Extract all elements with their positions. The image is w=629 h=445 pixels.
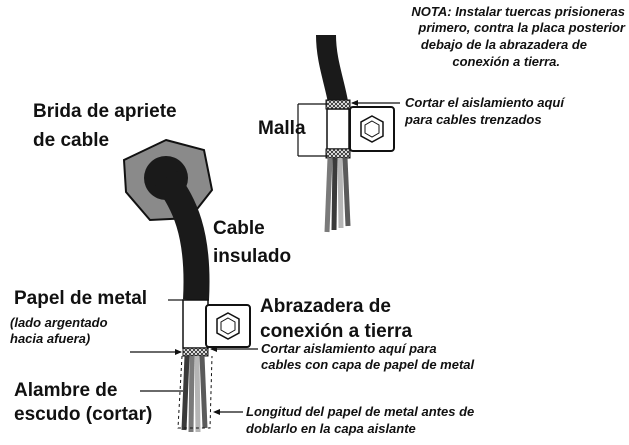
braided-cable-assembly — [297, 34, 400, 233]
braided-cable — [316, 34, 348, 104]
alambre-line-2: escudo (cortar) — [14, 404, 153, 425]
bottom-wire-2 — [188, 355, 195, 433]
papel-metal-label: Papel de metal — [14, 288, 148, 309]
malla-bracket — [297, 103, 327, 157]
alambre-line-1: Alambre de — [14, 380, 118, 401]
insulated-cable — [155, 171, 210, 301]
foil-cable-assembly — [122, 138, 258, 433]
longitud-line-2: doblarlo en la capa aislante — [246, 421, 416, 436]
longitud-line-1: Longitud del papel de metal antes de — [246, 404, 475, 419]
malla-label: Malla — [258, 118, 306, 139]
abrazadera-line-2: conexión a tierra — [260, 321, 413, 342]
nota-line-3: debajo de la abrazadera de — [420, 37, 587, 52]
cortar-papel-line-1: Cortar aislamiento aquí para — [261, 341, 437, 356]
lado-argentado-arrow — [175, 349, 182, 355]
nota-line-2: primero, contra la placa posterior — [418, 20, 625, 35]
top-wire-4 — [342, 157, 351, 227]
abrazadera-line-1: Abrazadera de — [260, 296, 391, 317]
lado-argentado-line-1: (lado argentado — [10, 315, 108, 330]
bottom-wire-3 — [194, 355, 201, 433]
cable-line-2: insulado — [213, 246, 292, 267]
bottom-clamp-nut-icon — [216, 312, 240, 340]
cortar-trenzados-line-2: para cables trenzados — [405, 112, 542, 127]
cortar-papel-line-2: cables con capa de papel de metal — [261, 357, 475, 372]
cortar-trenzados-line-1: Cortar el aislamiento aquí — [405, 95, 564, 110]
top-clamp-nut-icon — [360, 115, 384, 143]
bottom-clamp-nut-inner — [220, 317, 236, 335]
nota-line-4: conexión a tierra. — [452, 54, 560, 69]
bottom-wire-1 — [181, 355, 190, 431]
foil-band — [182, 347, 209, 357]
brida-line-1: Brida de apriete — [33, 101, 177, 122]
foil-jacket — [182, 299, 209, 349]
top-wire-1 — [324, 157, 333, 233]
braid-bottom-band — [325, 148, 351, 159]
cortar-papel-arrow — [210, 346, 217, 352]
lado-argentado-line-2: hacia afuera) — [10, 331, 91, 346]
nota-line-1: NOTA: Instalar tuercas prisioneras — [411, 4, 625, 19]
cable-line-1: Cable — [213, 218, 265, 239]
brida-line-2: de cable — [33, 130, 110, 151]
bottom-wire-4 — [199, 355, 208, 429]
cortar-trenzados-arrow — [351, 100, 358, 106]
top-wire-2 — [331, 157, 338, 231]
longitud-arrow — [213, 409, 220, 415]
top-clamp-nut-inner — [364, 120, 380, 138]
foil-length-dashed — [177, 355, 213, 429]
top-wire-3 — [337, 157, 344, 229]
